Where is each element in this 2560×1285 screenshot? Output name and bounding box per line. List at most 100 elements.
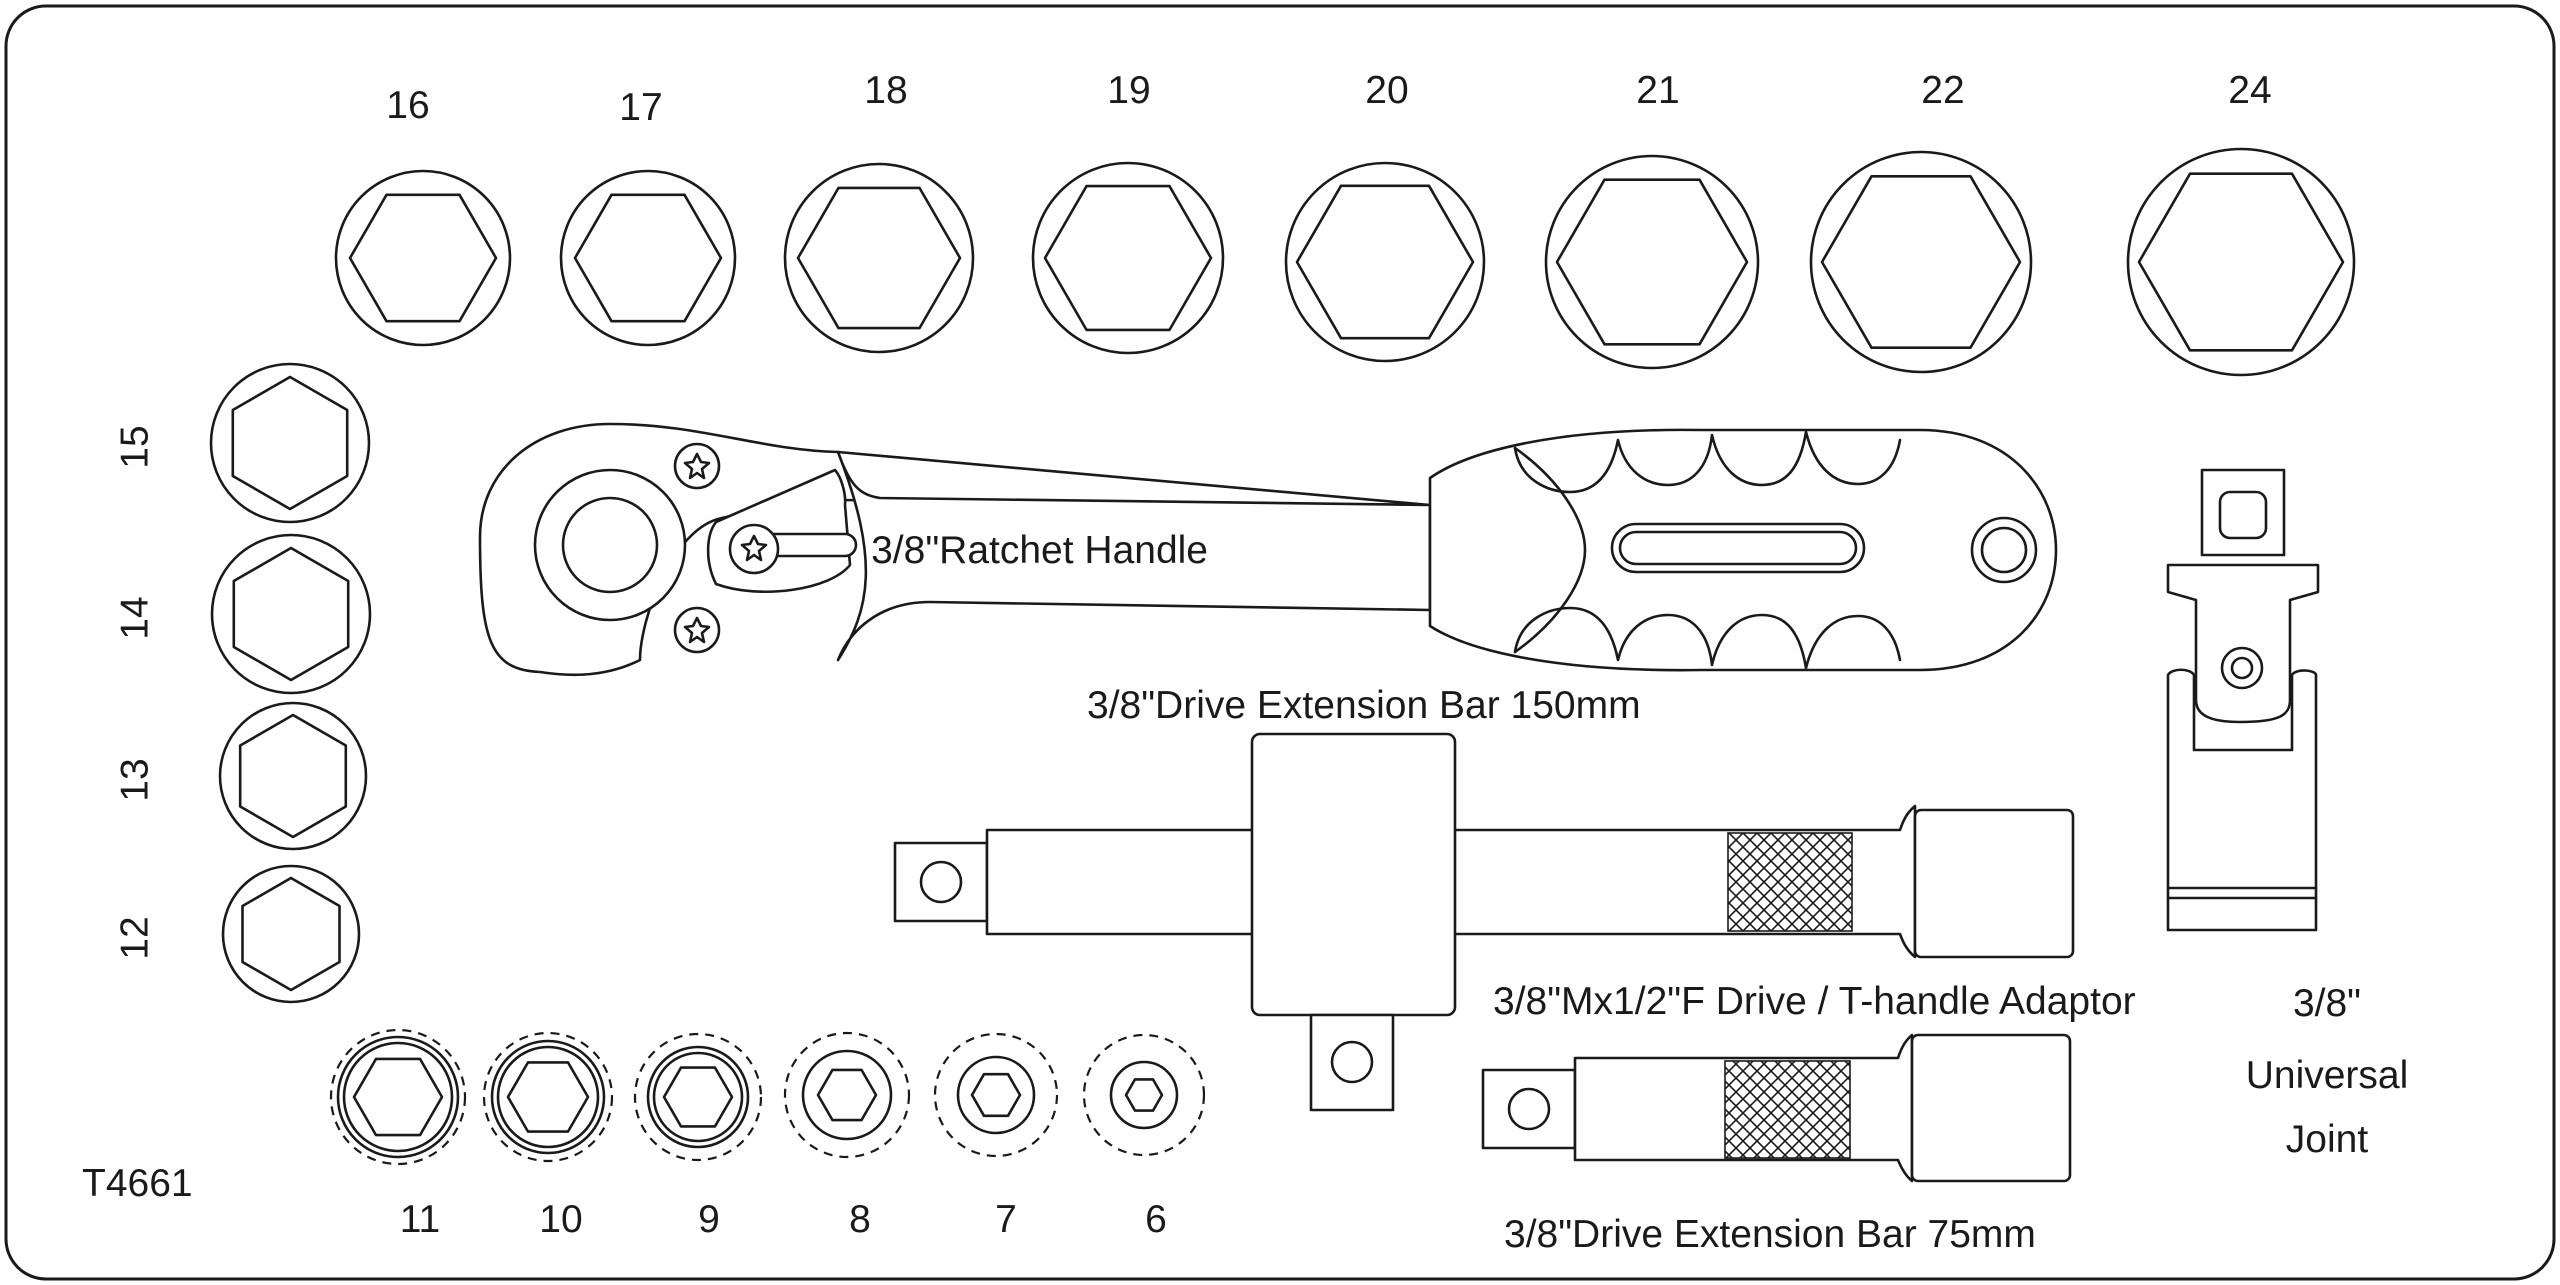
hex-icon xyxy=(970,1072,1022,1118)
socket-11mm: 11 xyxy=(329,1028,467,1241)
socket-inner-ring xyxy=(342,1041,454,1153)
socket-size-label: 7 xyxy=(995,1198,1017,1241)
hex-icon xyxy=(232,546,350,682)
torx-screw-top-icon xyxy=(683,452,711,480)
ratchet-drive-inner xyxy=(561,496,659,594)
grip-bulge-front xyxy=(1513,446,1587,654)
socket-17mm: 17 xyxy=(559,86,737,347)
socket-10mm: 10 xyxy=(482,1031,614,1241)
uj-drive-square-inner xyxy=(2218,490,2268,540)
hex-icon xyxy=(573,193,723,323)
ratchet-shaft xyxy=(836,450,1432,662)
socket-cavity-outline xyxy=(783,1031,911,1159)
universal-joint xyxy=(2166,468,2320,932)
socket-size-label: 10 xyxy=(539,1198,582,1241)
socket-cavity-outline xyxy=(933,1032,1059,1158)
grip-bulge-bottom xyxy=(1513,606,1902,670)
hex-icon xyxy=(662,1066,734,1128)
hex-icon xyxy=(231,375,349,511)
grip-hang-hole-inner xyxy=(1980,526,2028,574)
socket-size-label: 16 xyxy=(386,84,429,127)
ext150-ball-detent xyxy=(919,860,963,904)
top-socket-row: 16 17 18 19 20 21 22 24 xyxy=(334,69,2356,377)
part-number: T4661 xyxy=(82,1162,193,1205)
socket-size-label: 24 xyxy=(2228,69,2271,112)
hex-icon xyxy=(1820,175,2022,350)
socket-13mm: 13 xyxy=(113,701,368,851)
t-handle-adaptor xyxy=(1250,732,1457,1112)
adaptor-ball-detent xyxy=(1330,1040,1374,1084)
ext150-knurl xyxy=(1727,832,1853,932)
socket-cavity-outline xyxy=(482,1031,614,1163)
universal-joint-label-line3: Joint xyxy=(2286,1118,2369,1161)
socket-size-label: 14 xyxy=(113,596,156,639)
extension-bar-75 xyxy=(1481,1033,2072,1183)
hex-icon xyxy=(1043,184,1213,332)
uj-pivot-inner xyxy=(2230,656,2254,680)
socket-21mm: 21 xyxy=(1544,69,1760,370)
socket-size-label: 12 xyxy=(113,916,156,959)
ext75-ball-detent xyxy=(1507,1087,1551,1131)
socket-size-label: 21 xyxy=(1636,69,1679,112)
socket-cavity-outline xyxy=(633,1032,763,1162)
socket-size-label: 22 xyxy=(1921,69,1964,112)
hex-icon xyxy=(506,1061,590,1133)
socket-12mm: 12 xyxy=(113,864,361,1004)
extension-150-label: 3/8"Drive Extension Bar 150mm xyxy=(1087,684,1641,727)
socket-cavity-outline xyxy=(1082,1033,1206,1157)
universal-joint-label-line1: 3/8" xyxy=(2293,982,2361,1025)
grip-bulge-top xyxy=(1513,430,1902,494)
ratchet-handle xyxy=(478,422,2058,677)
small-socket-row: 11 10 9 8 7 6 xyxy=(329,1028,1206,1241)
extension-bar-150 xyxy=(893,804,2075,959)
socket-inner-ring xyxy=(496,1045,600,1149)
ext150-socket-end xyxy=(1913,808,2075,959)
socket-size-label: 8 xyxy=(849,1198,871,1241)
hex-icon xyxy=(1295,184,1475,340)
grip-slot-inner xyxy=(1618,530,1858,566)
socket-size-label: 17 xyxy=(619,86,662,129)
hex-icon xyxy=(348,193,498,323)
socket-inner-ring xyxy=(652,1051,744,1143)
hex-icon xyxy=(241,876,341,992)
uj-bottom-yoke xyxy=(2166,668,2318,932)
socket-8mm: 8 xyxy=(783,1031,911,1241)
hex-icon xyxy=(352,1057,444,1137)
socket-size-label: 13 xyxy=(113,758,156,801)
hex-icon xyxy=(796,186,962,330)
socket-24mm: 24 xyxy=(2126,69,2356,377)
hex-icon xyxy=(238,713,348,839)
ratchet-handle-label: 3/8"Ratchet Handle xyxy=(871,529,1208,572)
ext75-socket-end xyxy=(1910,1033,2072,1183)
adaptor-block xyxy=(1250,732,1457,1017)
socket-18mm: 18 xyxy=(783,69,975,354)
socket-15mm: 15 xyxy=(113,362,371,524)
tray-outline xyxy=(4,4,2556,1281)
socket-9mm: 9 xyxy=(633,1032,763,1241)
socket-22mm: 22 xyxy=(1809,69,2033,374)
uj-top-yoke xyxy=(2166,563,2320,724)
extension-75-label: 3/8"Drive Extension Bar 75mm xyxy=(1504,1213,2036,1256)
adaptor-label: 3/8"Mx1/2"F Drive / T-handle Adaptor xyxy=(1493,980,2136,1023)
socket-14mm: 14 xyxy=(113,533,372,695)
socket-size-label: 18 xyxy=(864,69,907,112)
socket-size-label: 11 xyxy=(400,1198,441,1241)
torx-screw-center-icon xyxy=(740,534,768,562)
socket-6mm: 6 xyxy=(1082,1033,1206,1241)
socket-size-label: 6 xyxy=(1145,1198,1167,1241)
side-socket-column: 15 14 13 12 xyxy=(113,362,372,1004)
socket-size-label: 19 xyxy=(1107,69,1150,112)
ext75-knurl xyxy=(1724,1060,1851,1159)
socket-size-label: 20 xyxy=(1365,69,1408,112)
socket-16mm: 16 xyxy=(334,84,512,347)
universal-joint-label-line2: Universal xyxy=(2246,1054,2409,1097)
hex-icon xyxy=(1555,178,1749,346)
ratchet-head xyxy=(478,422,1432,677)
socket-size-label: 15 xyxy=(113,425,156,468)
socket-19mm: 19 xyxy=(1031,69,1225,355)
torx-screw-bottom-icon xyxy=(683,616,711,644)
socket-size-label: 9 xyxy=(698,1198,720,1241)
socket-20mm: 20 xyxy=(1284,69,1486,363)
